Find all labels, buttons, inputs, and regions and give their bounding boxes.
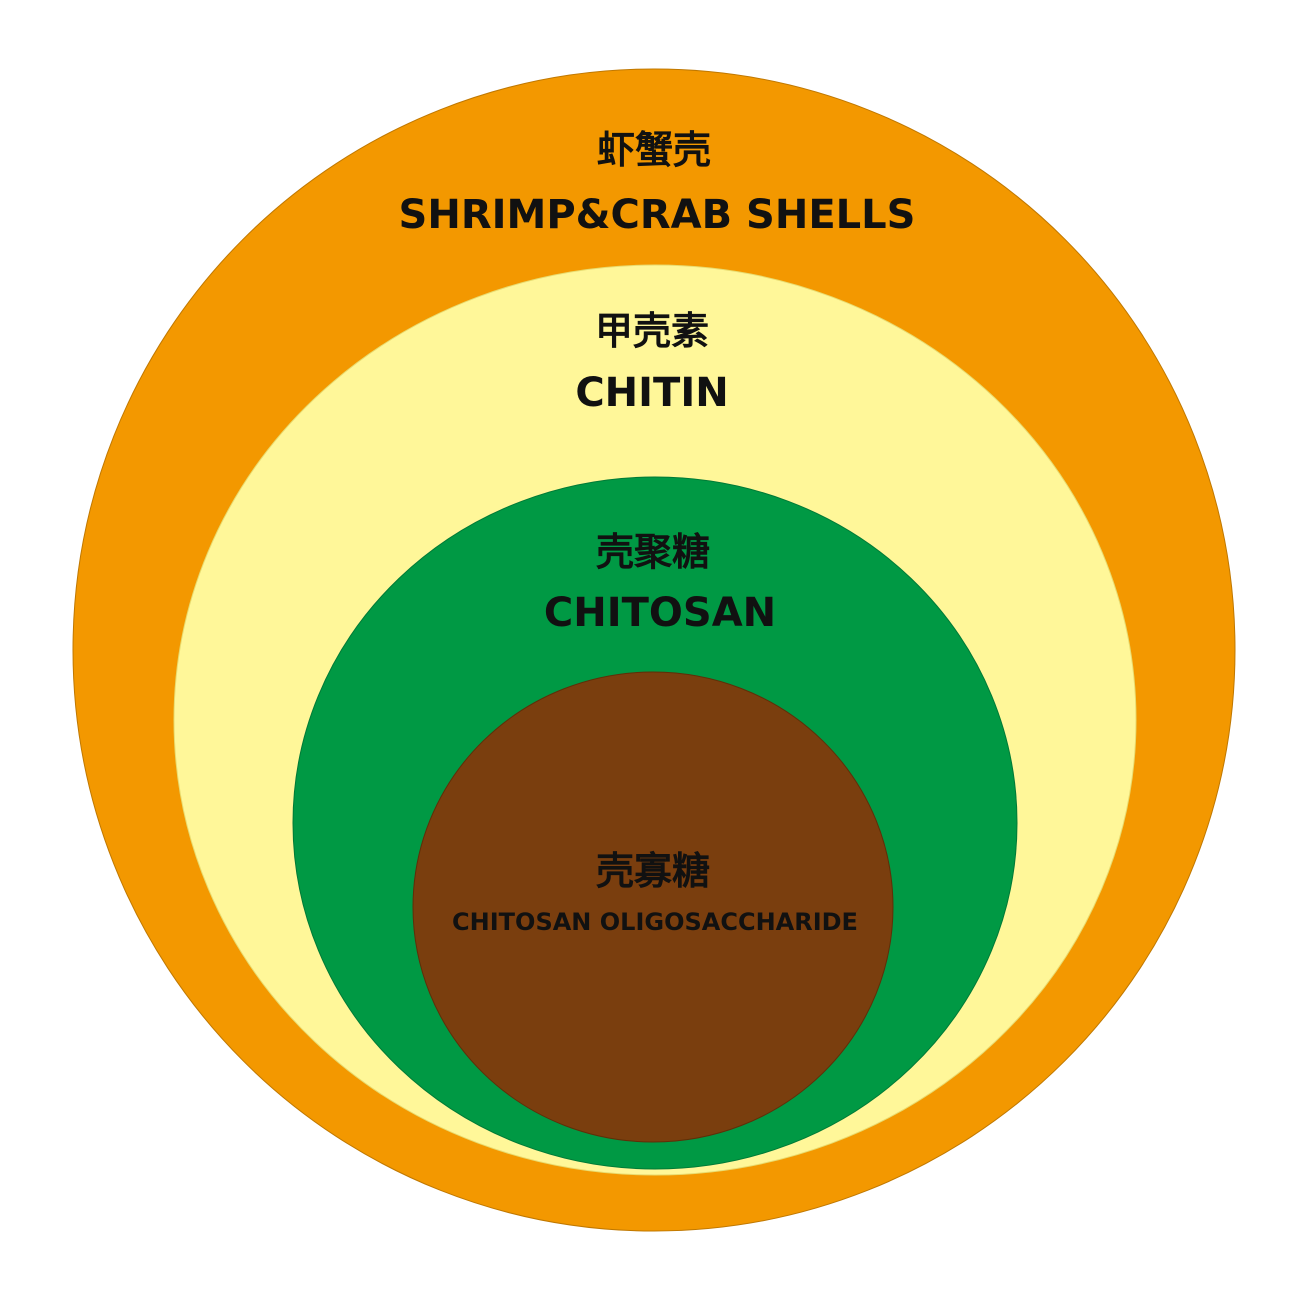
layer-cos-circle [412, 671, 894, 1143]
layer-cos-label-cn: 壳寡糖 [596, 849, 710, 893]
layer-chitosan-label-en: CHITOSAN [544, 590, 776, 636]
layer-shells-label-cn: 虾蟹壳 [597, 128, 711, 172]
layer-cos-label-en: CHITOSAN OLIGOSACCHARIDE [452, 908, 858, 936]
layer-chitosan-label-cn: 壳聚糖 [596, 530, 710, 574]
layer-chitin-label-en: CHITIN [575, 370, 728, 416]
layer-shells-label-en: SHRIMP&CRAB SHELLS [399, 192, 916, 238]
layer-chitin-label-cn: 甲壳素 [595, 309, 709, 353]
